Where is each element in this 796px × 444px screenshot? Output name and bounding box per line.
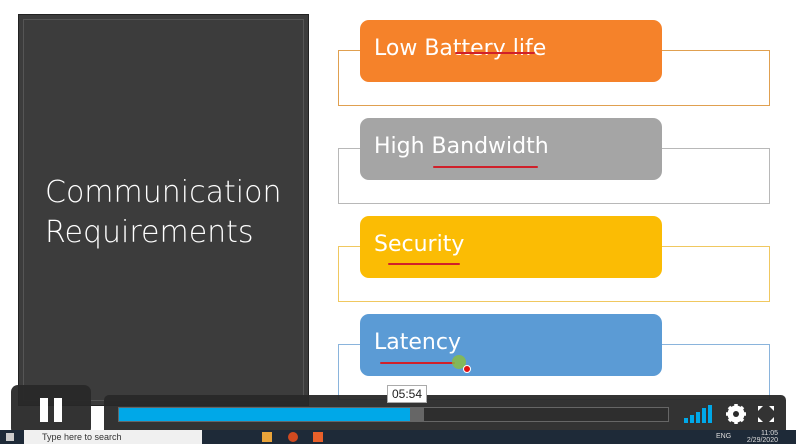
pen-underline-annotation	[433, 166, 538, 168]
requirement-item: High Bandwidth	[338, 118, 770, 206]
item-box: Latency	[360, 314, 662, 376]
language-indicator[interactable]: ENG	[716, 433, 732, 440]
slide-title: Communication Requirements	[45, 173, 281, 253]
search-placeholder: Type here to search	[42, 432, 122, 442]
app-icon[interactable]	[313, 432, 323, 442]
slide-title-line-1: Communication	[45, 175, 282, 210]
item-label: Low Battery life	[374, 36, 547, 61]
taskbar-search[interactable]: Type here to search	[24, 430, 202, 444]
slide-title-line-2: Requirements	[45, 215, 254, 250]
powerpoint-icon[interactable]	[288, 432, 298, 442]
pen-underline-annotation	[455, 52, 535, 54]
player-controls	[104, 395, 786, 435]
windows-start-icon[interactable]	[6, 433, 14, 441]
file-explorer-icon[interactable]	[262, 432, 272, 442]
laser-pointer	[463, 365, 471, 373]
pen-underline-annotation	[380, 362, 455, 364]
pause-icon	[40, 398, 48, 422]
item-box: High Bandwidth	[360, 118, 662, 180]
item-box: Security	[360, 216, 662, 278]
cursor-highlight	[452, 355, 466, 369]
clock-time: 11:05	[761, 430, 778, 437]
item-box: Low Battery life	[360, 20, 662, 82]
clock-date: 2/29/2020	[746, 437, 778, 444]
requirement-item: Security	[338, 216, 770, 304]
requirement-item: Latency	[338, 314, 770, 402]
pen-underline-annotation	[388, 263, 460, 265]
pause-button[interactable]	[11, 385, 91, 435]
quality-icon[interactable]	[684, 405, 714, 423]
item-label: High Bandwidth	[374, 134, 549, 159]
played-bar	[119, 408, 410, 421]
item-label: Latency	[374, 330, 461, 355]
settings-gear-icon[interactable]	[726, 404, 746, 424]
requirement-item: Low Battery life	[338, 20, 770, 108]
item-label: Security	[374, 232, 465, 257]
seek-bar[interactable]	[118, 407, 669, 422]
title-panel: Communication Requirements	[18, 14, 309, 406]
fullscreen-icon[interactable]	[758, 406, 774, 422]
time-tooltip: 05:54	[387, 385, 428, 403]
pause-icon-bar	[54, 398, 62, 422]
